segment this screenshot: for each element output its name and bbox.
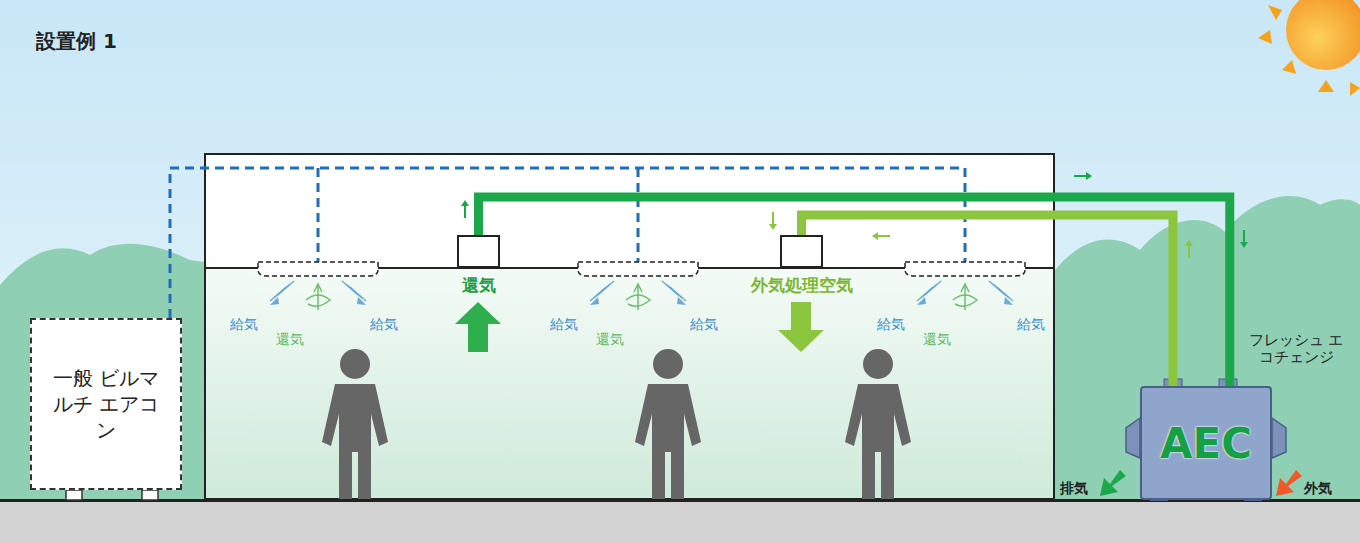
- flow-arrow: [1074, 172, 1092, 180]
- ceiling-cassette: [905, 262, 1025, 310]
- flow-arrow: [872, 232, 890, 240]
- aircon-feet: [66, 490, 158, 500]
- airflow-label: 給気: [877, 316, 905, 332]
- airflow-label: 給気: [1017, 316, 1045, 332]
- airflow-label: 給気: [690, 316, 718, 332]
- node-label: 外気処理空気: [751, 274, 853, 297]
- node-label: 一般 ビルマルチ エアコン: [47, 365, 165, 443]
- node-label: 還気: [462, 274, 496, 297]
- airflow-label: 給気: [550, 316, 578, 332]
- refrigerant-pipe: [170, 168, 965, 318]
- airflow-label: 給気: [370, 316, 398, 332]
- aircon-unit: 一般 ビルマルチ エアコン: [30, 318, 182, 490]
- duct: [479, 197, 1230, 386]
- hills: [1055, 196, 1360, 500]
- flow-arrow: [461, 200, 469, 218]
- supply-arrow: [778, 302, 824, 352]
- ceiling-cassette: [258, 262, 378, 310]
- supply-grille: 外気処理空気: [780, 235, 823, 268]
- hills: [0, 244, 204, 500]
- person: [635, 349, 701, 499]
- return-grille: 還気: [457, 235, 500, 268]
- airflow-label: 還気: [276, 331, 304, 347]
- duct: [802, 215, 1174, 386]
- flow-arrow: [1185, 240, 1193, 258]
- flow-arrow: [769, 212, 777, 230]
- airflow-label: 還気: [923, 331, 951, 347]
- air-label: 外気: [1304, 480, 1332, 496]
- flow-arrow: [1240, 230, 1248, 248]
- room: [205, 268, 1054, 499]
- aec-parts: [1100, 379, 1302, 501]
- airflow-label: 給気: [230, 316, 258, 332]
- unit-name: フレッシュ エコチェンジ: [1246, 332, 1346, 367]
- aec-unit: AEC: [1140, 386, 1272, 500]
- node-label: AEC: [1160, 419, 1252, 468]
- title: 設置例 1: [36, 30, 117, 53]
- return-arrow: [455, 302, 501, 352]
- person: [322, 349, 388, 499]
- ground: [0, 500, 1360, 543]
- person: [845, 349, 911, 499]
- airflow-label: 還気: [596, 331, 624, 347]
- ceiling-cassette: [578, 262, 698, 310]
- air-label: 排気: [1060, 480, 1088, 496]
- sun: [1258, 0, 1360, 96]
